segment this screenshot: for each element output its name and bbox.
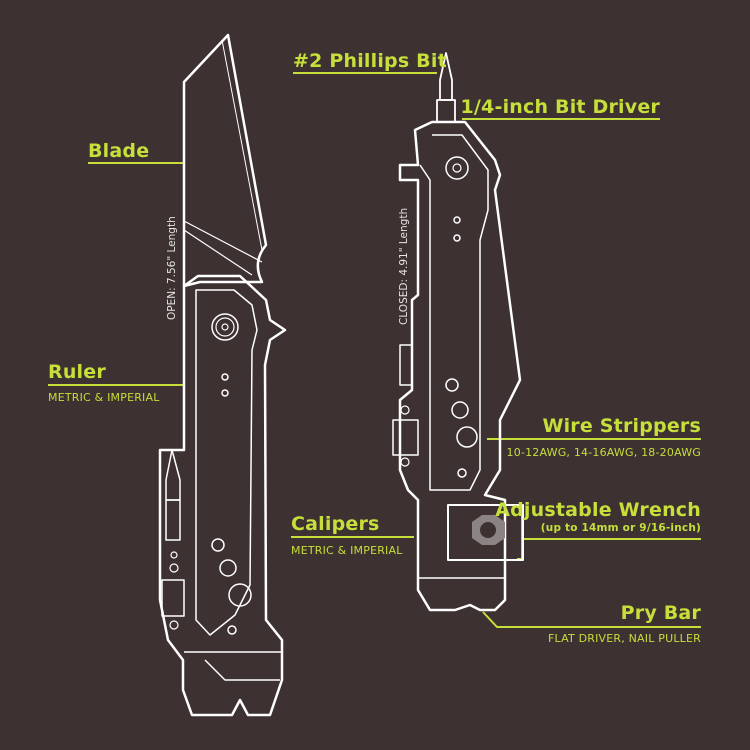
open-tool-outline	[158, 33, 287, 717]
callout-wrench-title: Adjustable Wrench	[495, 499, 701, 521]
callout-pry-bar-subtitle: FLAT DRIVER, NAIL PULLER	[547, 632, 701, 645]
callout-wrench-subtitle: (up to 14mm or 9/16-inch)	[540, 522, 701, 534]
callout-wire-strippers-title: Wire Strippers	[542, 415, 701, 437]
callout-ruler-subtitle: METRIC & IMPERIAL	[48, 391, 160, 404]
closed-tool-outline	[392, 52, 524, 612]
callout-blade-title: Blade	[88, 140, 150, 162]
callout-bit-driver-title: 1/4-inch Bit Driver	[460, 96, 660, 118]
callout-leader-lines	[48, 72, 701, 628]
closed-length-label: CLOSED: 4.91" Length	[398, 207, 410, 325]
hex-nut-icon	[472, 515, 505, 545]
callout-phillips-bit-title: #2 Phillips Bit	[293, 50, 447, 72]
callout-calipers-subtitle: METRIC & IMPERIAL	[291, 544, 403, 557]
callout-calipers-title: Calipers	[291, 513, 380, 535]
callout-wire-strippers-subtitle: 10-12AWG, 14-16AWG, 18-20AWG	[506, 446, 701, 459]
open-length-label: OPEN: 7.56" Length	[166, 216, 178, 320]
callout-pry-bar-title: Pry Bar	[620, 602, 701, 624]
callout-ruler-title: Ruler	[48, 361, 106, 383]
